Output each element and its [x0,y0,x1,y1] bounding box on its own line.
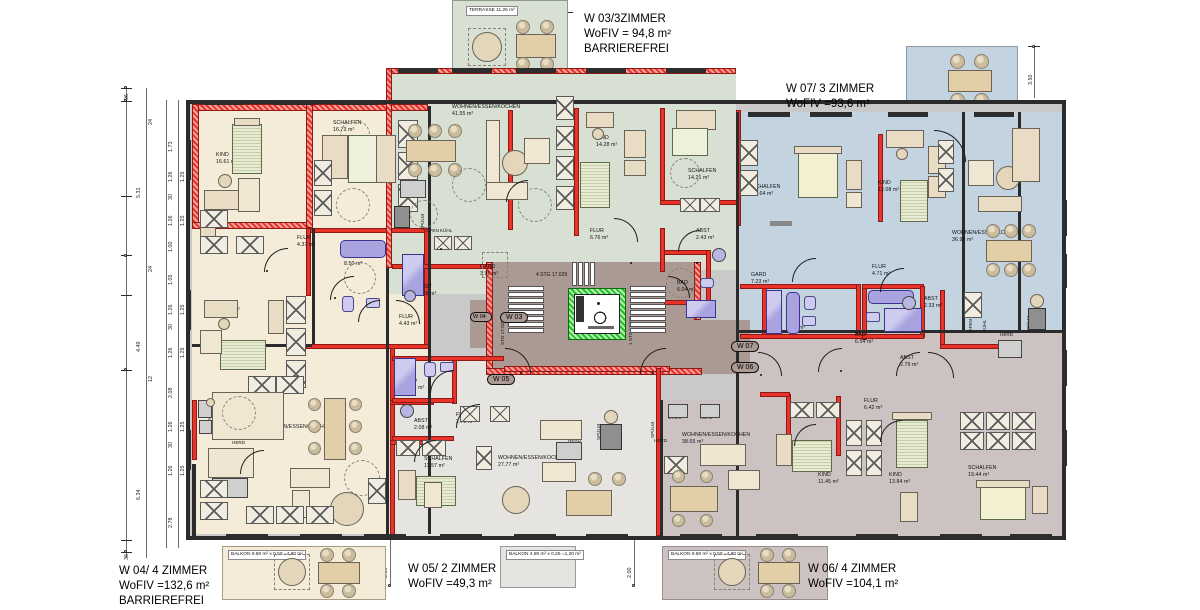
room-label-w06-schlafen: SCHALFEN 19.44 m² [968,465,997,478]
door-tag-w04[interactable]: W 04 [470,312,492,322]
apartment-title-w06: W 06/ 4 ZIMMER WoFIV =104,1 m² [808,562,898,592]
door-tag-w03[interactable]: W 03 [500,312,529,323]
kitchen-label-w06-herd: HERD [654,438,668,443]
dim-mid-12: 12 [148,376,154,382]
kitchen-label-w05-herd: HERD [568,438,582,443]
room-label-w03-gard: GARD 3.96 m² [480,264,499,277]
room-label-w04-flur: FLUR 4.37 m² [297,235,316,248]
room-label-w05-abst: ABST 2.08 m² [414,418,433,431]
door-tag-w07[interactable]: W 07 [731,341,760,352]
apt-w07-title: W 07/ 3 ZIMMER [786,83,875,95]
kitchen-label-w03-ofenkuehl: OFEN KÜHL [426,228,453,233]
room-label-w06-bad2: BAD 6.54 m² [855,332,874,345]
room-label-w06-flur: FLUR 6.42 m² [864,398,883,411]
dim-in-30a: 30 [168,194,174,200]
apt-w03-area: WoFIV = 94,8 m² [584,28,672,41]
room-label-w07-schlafen: SCHALFEN 17.64 m² [752,184,781,197]
dim-in-173: 1.73 [168,141,174,153]
kitchen-label-w06-spuelm: SPÜLM [650,422,655,438]
dim-mid-24b: 24 [148,266,154,272]
room-label-w03-wek: WOHNEN/ESSEN/KOCHEN 41.55 m² [452,104,521,117]
room-label-w06-wek: WOHNEN/ESSEN/KOCHEN 38.65 m² [682,432,751,445]
dim-in-126d: 1.26 [168,347,174,359]
door-tag-w05[interactable]: W 05 [487,374,516,385]
room-label-w07-abst: ABST 2.33 m² [924,296,943,309]
balcony-w05-label: BALKON 4.80 m² x 0,25 =1,20 m² [506,550,584,561]
apt-w03-note: BARRIEREFREI [584,43,669,56]
apt-w03-title: W 03/3ZIMMER [584,13,666,25]
apt-w05-title: W 05/ 2 ZIMMER [408,563,497,575]
dim-left-634: 6.34 [136,489,142,501]
kitchen-label-w03-spuelm: SPÜLM [420,214,425,230]
room-label-w05-wek: WOHNEN/ESSEN/KOCHEN 27.77 m² [498,455,567,468]
dim-left-531: 5.31 [136,187,142,199]
apartment-title-w04: W 04/ 4 ZIMMER WoFIV =132,6 m² BARRIEREF… [119,564,209,610]
apt-w06-area: WoFIV =104,1 m² [808,578,899,591]
dim-left-36: 36 [124,554,130,560]
room-label-w07-flur: FLUR 4.71 m² [872,264,891,277]
kitchen-label-w07-herd: HERD [1000,332,1014,337]
room-label-w05-schlafen: SCHALFEN 11.57 m² [424,456,453,469]
terrace-w03-name: TERRASSE [469,8,495,13]
apt-w07-area: WoFIV =93,6 m² [786,98,870,111]
dim-in-105: 1.05 [168,274,174,286]
apt-w04-note: BARRIEREFREI [119,595,204,608]
apt-w06-title: W 06/ 4 ZIMMER [808,563,897,575]
kitchen-label-w07-ofen: OFEN [968,319,973,332]
apt-w04-title: W 04/ 4 ZIMMER [119,565,208,577]
room-label-w07-gard: GARD 7.23 m² [751,272,770,285]
dim-in-208: 2.08 [168,387,174,399]
dim-in-126a: 1.26 [168,171,174,183]
apt-w04-area: WoFIV =132,6 m² [119,580,210,593]
dim-left-96: 96 [124,94,130,100]
dim-in-30b: 30 [168,324,174,330]
dim-in-278: 2.78 [168,517,174,529]
apartment-title-w05: W 05/ 2 ZIMMER WoFIV =49,3 m² [408,562,496,592]
stair-note-center: 4 STG 17.029 [536,272,568,278]
dim-in-126b: 1.26 [168,215,174,227]
terrace-w03-label: TERRASSE 11.25 m² [466,6,518,17]
apartment-title-w03: W 03/3ZIMMER WoFIV = 94,8 m² BARRIEREFRE… [584,12,671,58]
kitchen-label-w07-kuehl: KÜHL [982,319,987,332]
room-label-w06-kind1: KIND 11.45 m² [818,472,839,485]
room-label-w03-abst: ABST 2.43 m² [696,228,715,241]
dim-bottom-200b: 2.00 [627,567,633,579]
dim-left-449: 4.49 [136,341,142,353]
apartment-title-w07: W 07/ 3 ZIMMER WoFIV =93,6 m² [786,82,874,112]
room-label-w06-kind2: KIND 13.84 m² [889,472,911,485]
door-tag-w06[interactable]: W 06 [731,362,760,373]
dim-top-350: 3.50 [1028,74,1034,86]
dim-in-100: 1.00 [168,241,174,253]
apt-w05-area: WoFIV =49,3 m² [408,578,492,591]
room-label-w03-flur: FLUR 6.76 m² [590,228,609,241]
room-label-w07-kind: KIND 12.08 m² [878,180,900,193]
room-label-w04-abst: ABST 3.09 m² [418,284,437,297]
dim-in-30c: 30 [168,442,174,448]
kitchen-label-w04-herd: HERD [232,440,246,445]
wheelchair-icon [592,302,610,324]
terrace-w03-area: 11.25 m² [496,8,515,13]
room-label-w04-kind1: KIND 16.61 m² [216,152,238,165]
dim-in-126f: 1.26 [168,465,174,477]
stair-note-left: STG 17.029 [500,320,505,345]
dim-mid-24a: 24 [148,119,154,125]
dim-in-126e: 1.26 [168,421,174,433]
dim-in-126c: 1.26 [168,304,174,316]
